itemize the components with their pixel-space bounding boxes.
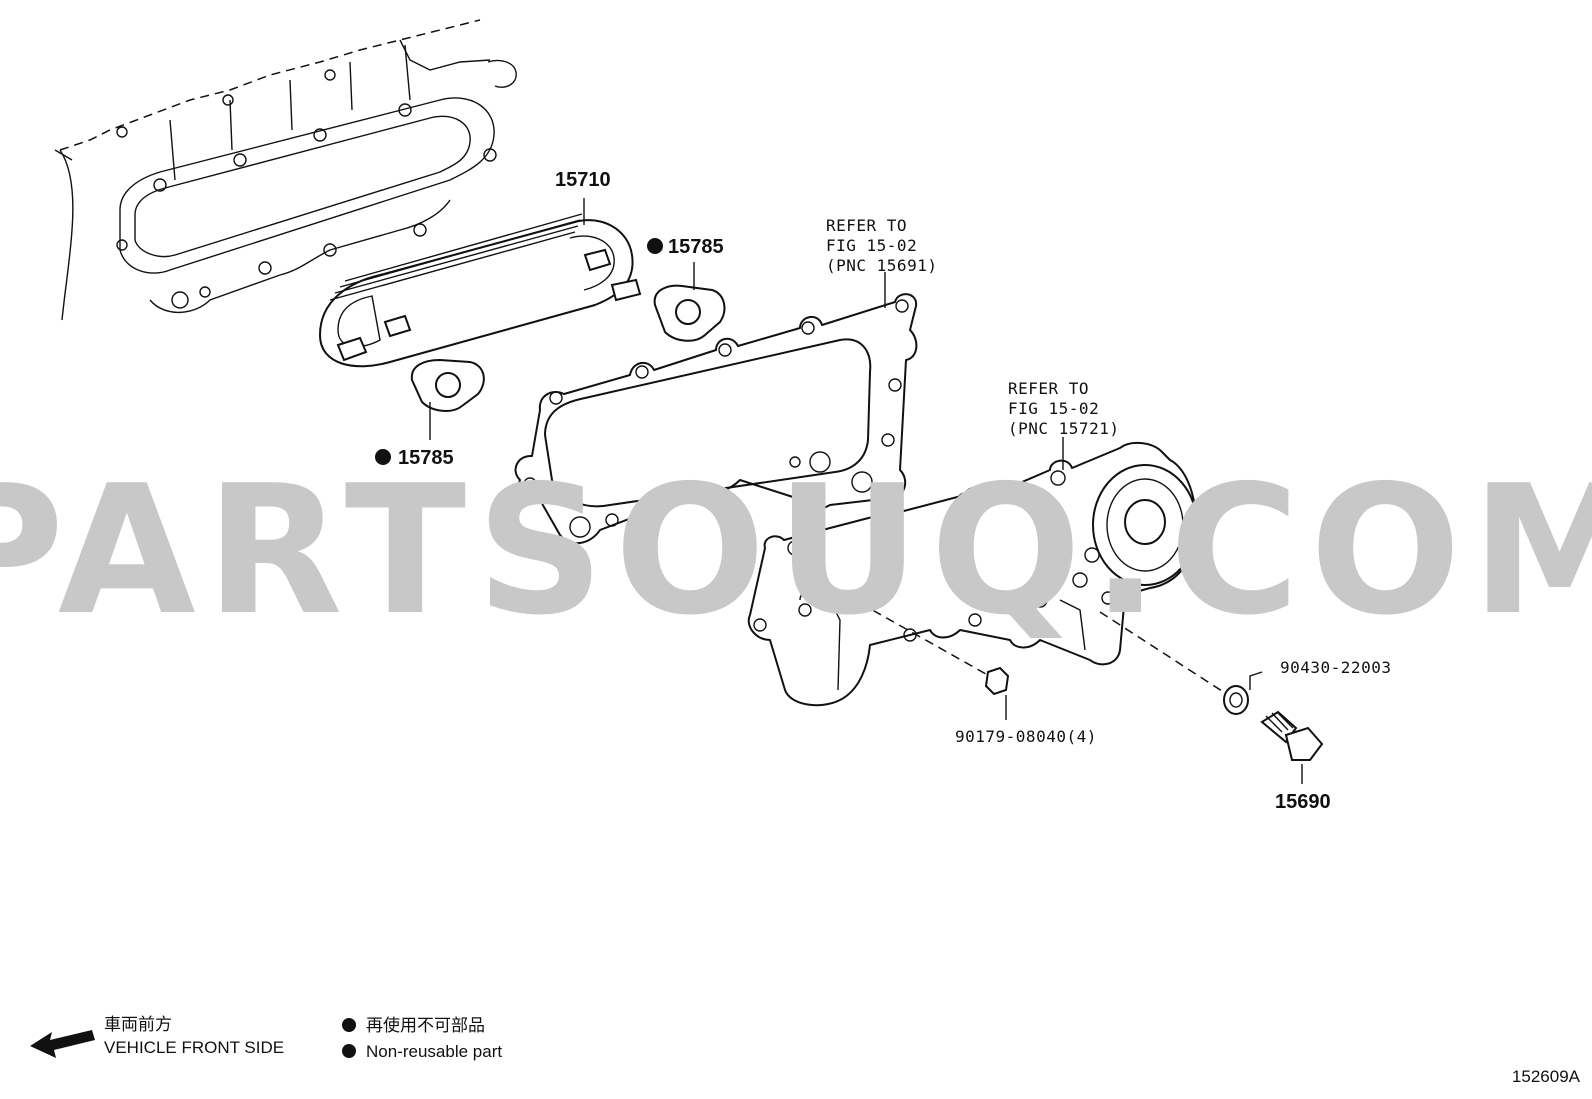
callout-cover-gasket-ref[interactable]: REFER TO FIG 15-02 (PNC 15691): [826, 216, 937, 275]
watermark: PARTSOUQ.COM: [0, 447, 1592, 654]
front-arrow-icon: [30, 1030, 95, 1058]
callout-gasket-upper[interactable]: 15785: [668, 236, 724, 258]
washer[interactable]: [1223, 685, 1249, 715]
gasket-upper[interactable]: [653, 284, 726, 342]
ref-line-3: (PNC 15721): [1008, 419, 1119, 438]
legend-nonreusable-en: Non-reusable part: [366, 1042, 502, 1061]
nonreusable-marker-lower: [375, 449, 391, 465]
callout-cover-ref[interactable]: REFER TO FIG 15-02 (PNC 15721): [1008, 379, 1119, 438]
ref-line-1: REFER TO: [826, 216, 907, 235]
figure-id: 152609A: [1512, 1067, 1581, 1086]
legend: 車両前方 VEHICLE FRONT SIDE 再使用不可部品 Non-reus…: [30, 1015, 502, 1061]
legend-front-jp: 車両前方: [104, 1015, 172, 1034]
nut[interactable]: [984, 666, 1010, 696]
oil-cooler-cover[interactable]: [747, 442, 1198, 707]
valve-alignment-line: [1099, 611, 1226, 694]
cover-gasket[interactable]: [514, 293, 918, 545]
engine-block-outline: [54, 19, 517, 321]
nut-alignment-line: [859, 602, 994, 679]
ref-line-2: FIG 15-02: [1008, 399, 1099, 418]
legend-front-en: VEHICLE FRONT SIDE: [104, 1038, 284, 1057]
callout-nut[interactable]: 90179-08040(4): [955, 727, 1097, 746]
leader-washer: [1249, 671, 1263, 690]
gasket-lower[interactable]: [410, 358, 485, 412]
nonreusable-legend-marker-en: [342, 1044, 356, 1058]
legend-nonreusable-jp: 再使用不可部品: [366, 1015, 485, 1035]
callout-oil-cooler[interactable]: 15710: [555, 169, 611, 191]
relief-valve[interactable]: [1260, 710, 1324, 761]
ref-line-3: (PNC 15691): [826, 256, 937, 275]
nonreusable-marker-upper: [647, 238, 663, 254]
ref-line-2: FIG 15-02: [826, 236, 917, 255]
oil-cooler[interactable]: [318, 213, 642, 368]
nonreusable-legend-marker-jp: [342, 1018, 356, 1032]
callout-relief-valve[interactable]: 15690: [1275, 791, 1331, 813]
callout-gasket-lower[interactable]: 15785: [398, 447, 454, 469]
ref-line-1: REFER TO: [1008, 379, 1089, 398]
callout-washer[interactable]: 90430-22003: [1280, 658, 1391, 677]
